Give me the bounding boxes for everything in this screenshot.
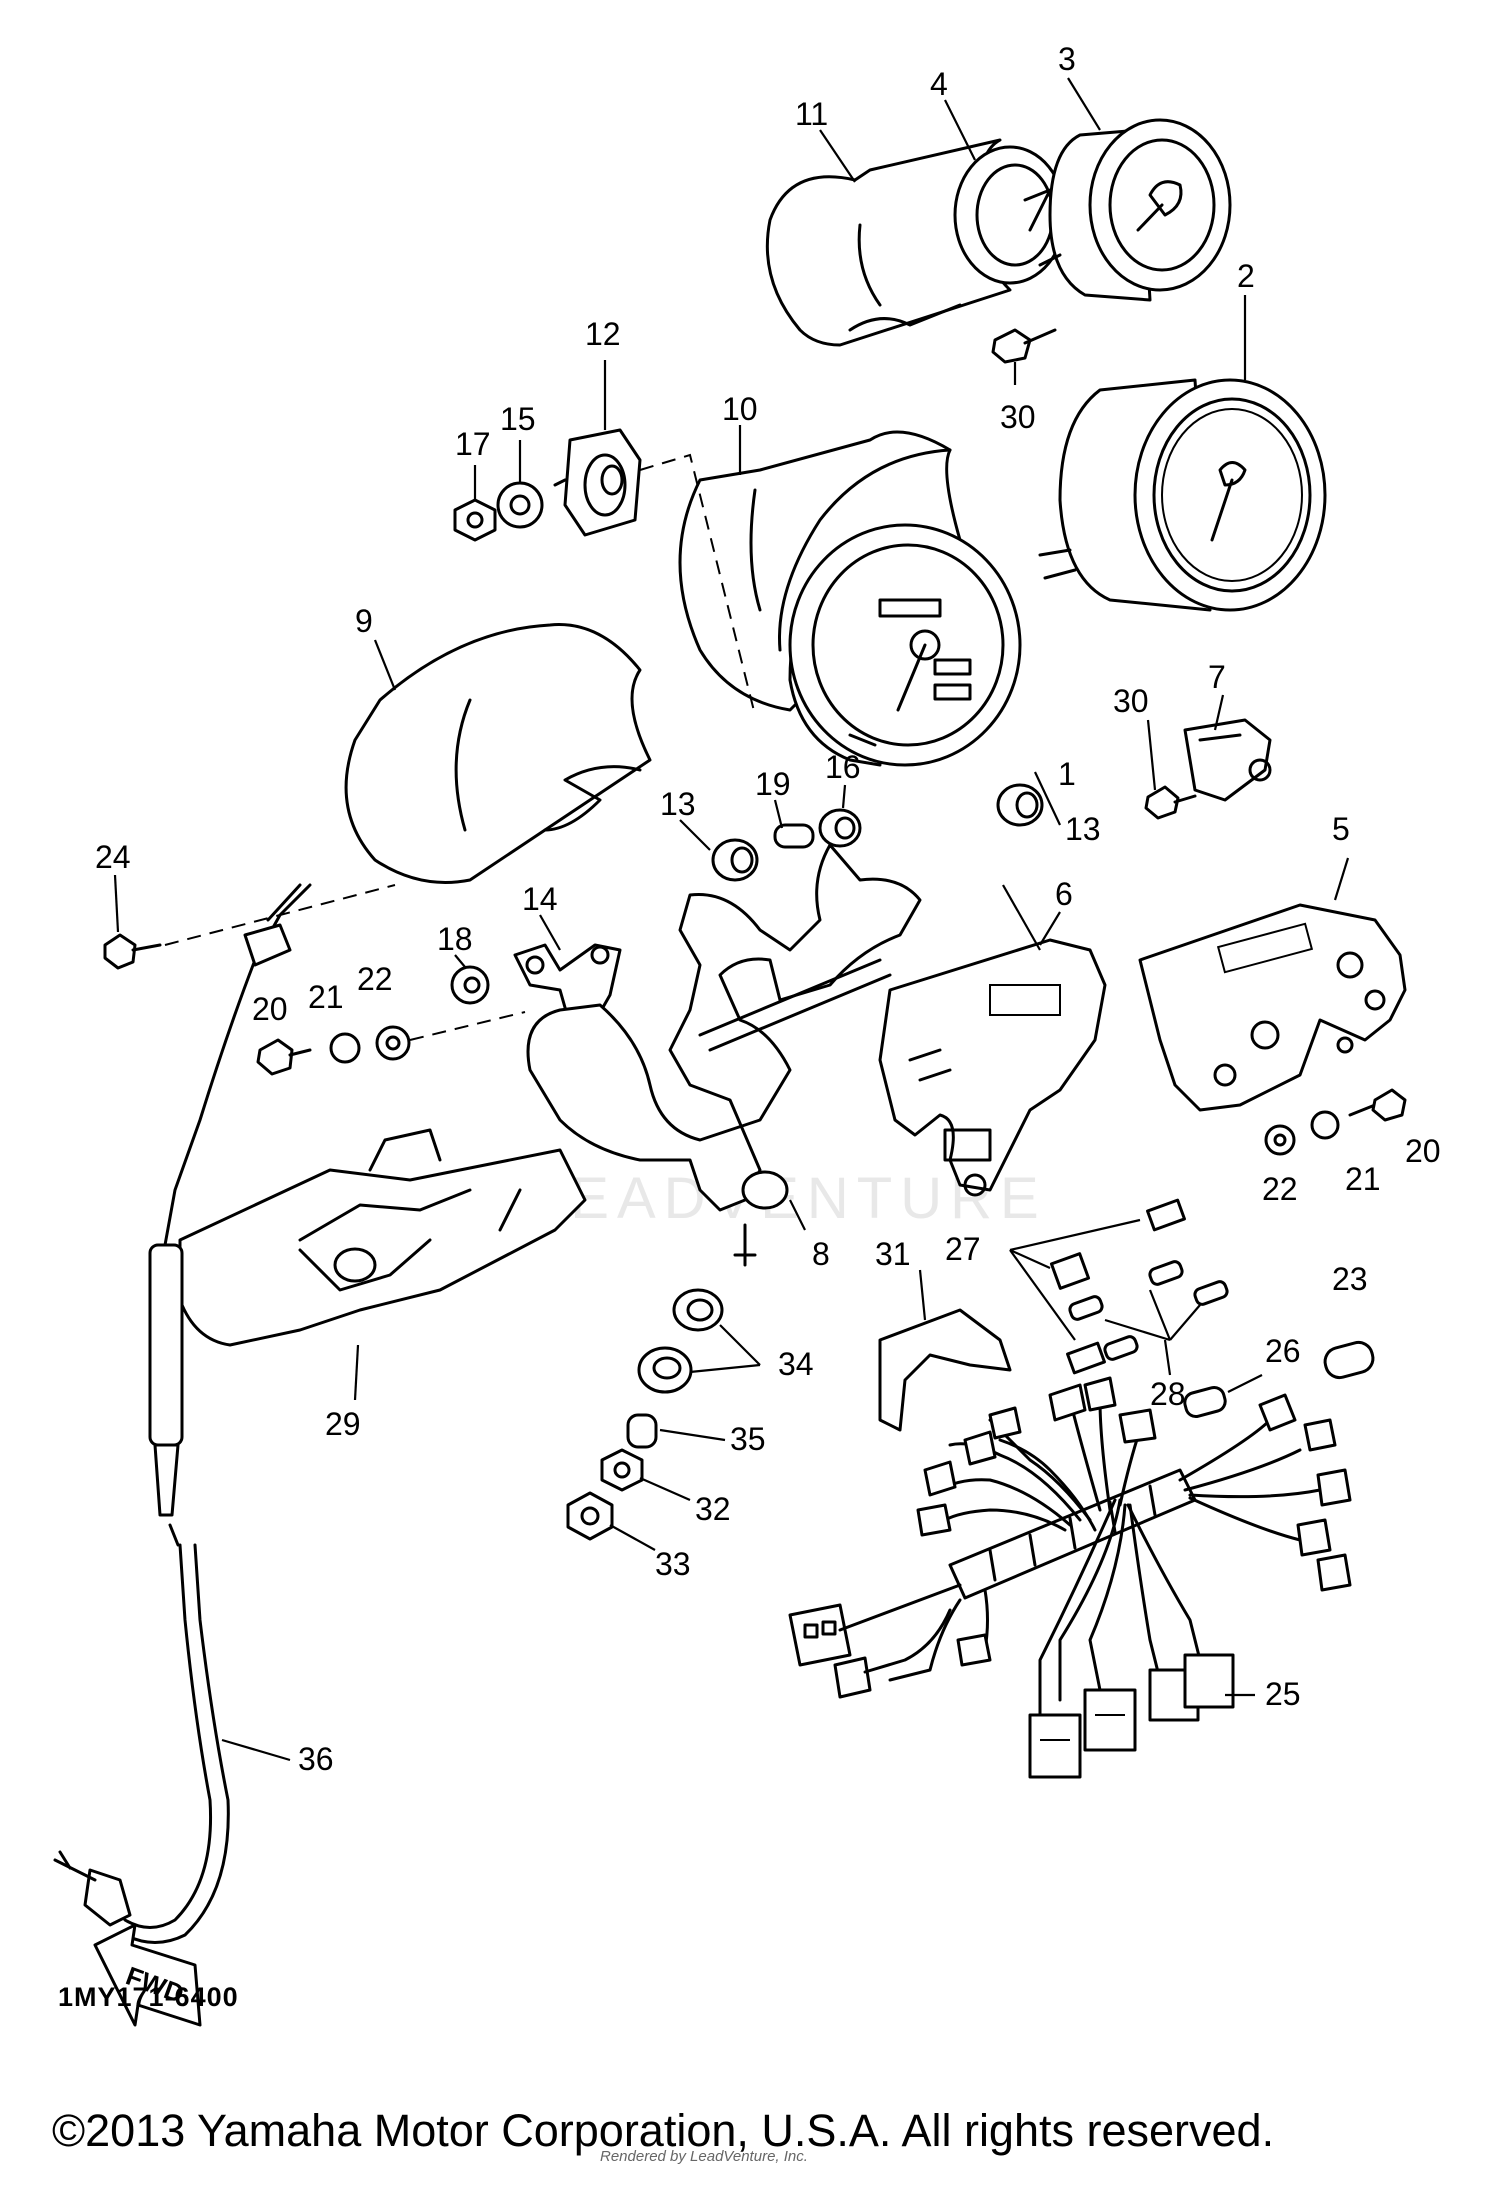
- callout-9: 9: [355, 603, 373, 639]
- part-8-main-bracket: [526, 843, 922, 1267]
- diagram-code: 1MY171-6400: [58, 1982, 239, 2012]
- part-6-indicator-housing: [878, 938, 1107, 1197]
- part-31-bracket-strip: [878, 1308, 1012, 1432]
- render-credit: Rendered by LeadVenture, Inc.: [600, 2148, 808, 2165]
- part-27-sockets: [1009, 1198, 1186, 1375]
- part-35-collar: [626, 1413, 658, 1449]
- callout-22a: 22: [357, 961, 393, 997]
- part-30-screw-top: [991, 328, 1057, 364]
- fwd-arrow: FWD: [93, 1923, 202, 2027]
- part-12-knob: [553, 428, 642, 537]
- callout-36: 36: [298, 1741, 334, 1777]
- part-20-screw-right: [1348, 1088, 1407, 1122]
- part-23-bulb: [1323, 1340, 1375, 1380]
- part-16-grommet: [818, 808, 862, 848]
- callout-11: 11: [795, 96, 828, 132]
- callout-26: 26: [1265, 1333, 1301, 1369]
- callout-2: 2: [1237, 258, 1255, 294]
- part-32-nut: [600, 1448, 644, 1492]
- part-2-gauge: [1038, 378, 1327, 612]
- part-17-nut: [453, 498, 497, 542]
- callout-4: 4: [930, 66, 948, 102]
- part-22-washer-left: [375, 1025, 411, 1061]
- callout-33: 33: [655, 1546, 691, 1582]
- part-3-tachometer: [1038, 118, 1232, 302]
- part-7-bracket: [1183, 718, 1272, 802]
- part-21-washer-right: [1310, 1110, 1340, 1140]
- callout-13b: 13: [1065, 811, 1101, 847]
- part-30-screw-right: [1144, 785, 1197, 820]
- part-24-screw: [103, 933, 162, 970]
- part-21-washer-left: [329, 1032, 361, 1064]
- callout-27: 27: [945, 1231, 981, 1267]
- callout-20a: 20: [252, 991, 288, 1027]
- callout-7: 7: [1208, 659, 1226, 695]
- part-25-wiring-harness: [788, 1376, 1352, 1779]
- callout-19: 19: [755, 766, 791, 802]
- callout-16: 16: [825, 749, 861, 785]
- callout-24: 24: [95, 839, 131, 875]
- part-22-washer-right: [1264, 1124, 1296, 1156]
- callout-30a: 30: [1000, 399, 1036, 435]
- part-26-bulb: [1183, 1374, 1263, 1419]
- callout-21a: 21: [308, 979, 344, 1015]
- callout-15: 15: [500, 401, 536, 437]
- callout-10: 10: [722, 391, 758, 427]
- callout-25: 25: [1265, 1676, 1301, 1712]
- callout-labels: 1 2 3 4 5 6 7 8 9 10 11 12 13 13 14 15 1…: [95, 41, 1441, 1777]
- callout-35: 35: [730, 1421, 766, 1457]
- guide-line-22: [409, 1011, 526, 1041]
- callout-22b: 22: [1262, 1171, 1298, 1207]
- part-20-screw-left: [256, 1038, 312, 1076]
- callout-21b: 21: [1345, 1161, 1381, 1197]
- callout-23: 23: [1332, 1261, 1368, 1297]
- part-9-gauge-cover: [344, 623, 652, 884]
- callout-20b: 20: [1405, 1133, 1441, 1169]
- part-13-grommet-left: [711, 838, 759, 882]
- part-34-grommet-bottom: [637, 1346, 693, 1394]
- part-34-grommet-top: [672, 1288, 724, 1332]
- callout-18: 18: [437, 921, 473, 957]
- copyright-notice: ©2013 Yamaha Motor Corporation, U.S.A. A…: [52, 2105, 1275, 2156]
- leader-lines: [113, 77, 1350, 1762]
- part-33-nut: [566, 1491, 614, 1541]
- part-29-lower-cover: [178, 1128, 587, 1347]
- part-19-collar: [773, 823, 815, 849]
- part-18-nut: [450, 965, 490, 1005]
- callout-3: 3: [1058, 41, 1076, 77]
- callout-28: 28: [1150, 1376, 1186, 1412]
- part-1-speedometer: [788, 523, 1022, 767]
- part-13-grommet-right: [996, 783, 1044, 827]
- callout-13a: 13: [660, 786, 696, 822]
- part-28-bulbs: [1068, 1260, 1229, 1361]
- callout-5: 5: [1332, 811, 1350, 847]
- callout-12: 12: [585, 316, 621, 352]
- callout-34: 34: [778, 1346, 814, 1382]
- guide-line-12: [639, 453, 756, 716]
- callout-8: 8: [812, 1236, 830, 1272]
- callout-6: 6: [1055, 876, 1073, 912]
- callout-17: 17: [455, 426, 491, 462]
- callout-30b: 30: [1113, 683, 1149, 719]
- part-15-washer: [496, 481, 544, 529]
- callout-14: 14: [522, 881, 558, 917]
- part-5-instrument-housing: [1138, 903, 1407, 1112]
- callout-29: 29: [325, 1406, 361, 1442]
- callout-32: 32: [695, 1491, 731, 1527]
- part-36-speedometer-cable: [53, 883, 312, 1944]
- callout-31: 31: [875, 1236, 911, 1272]
- callout-1: 1: [1058, 756, 1076, 792]
